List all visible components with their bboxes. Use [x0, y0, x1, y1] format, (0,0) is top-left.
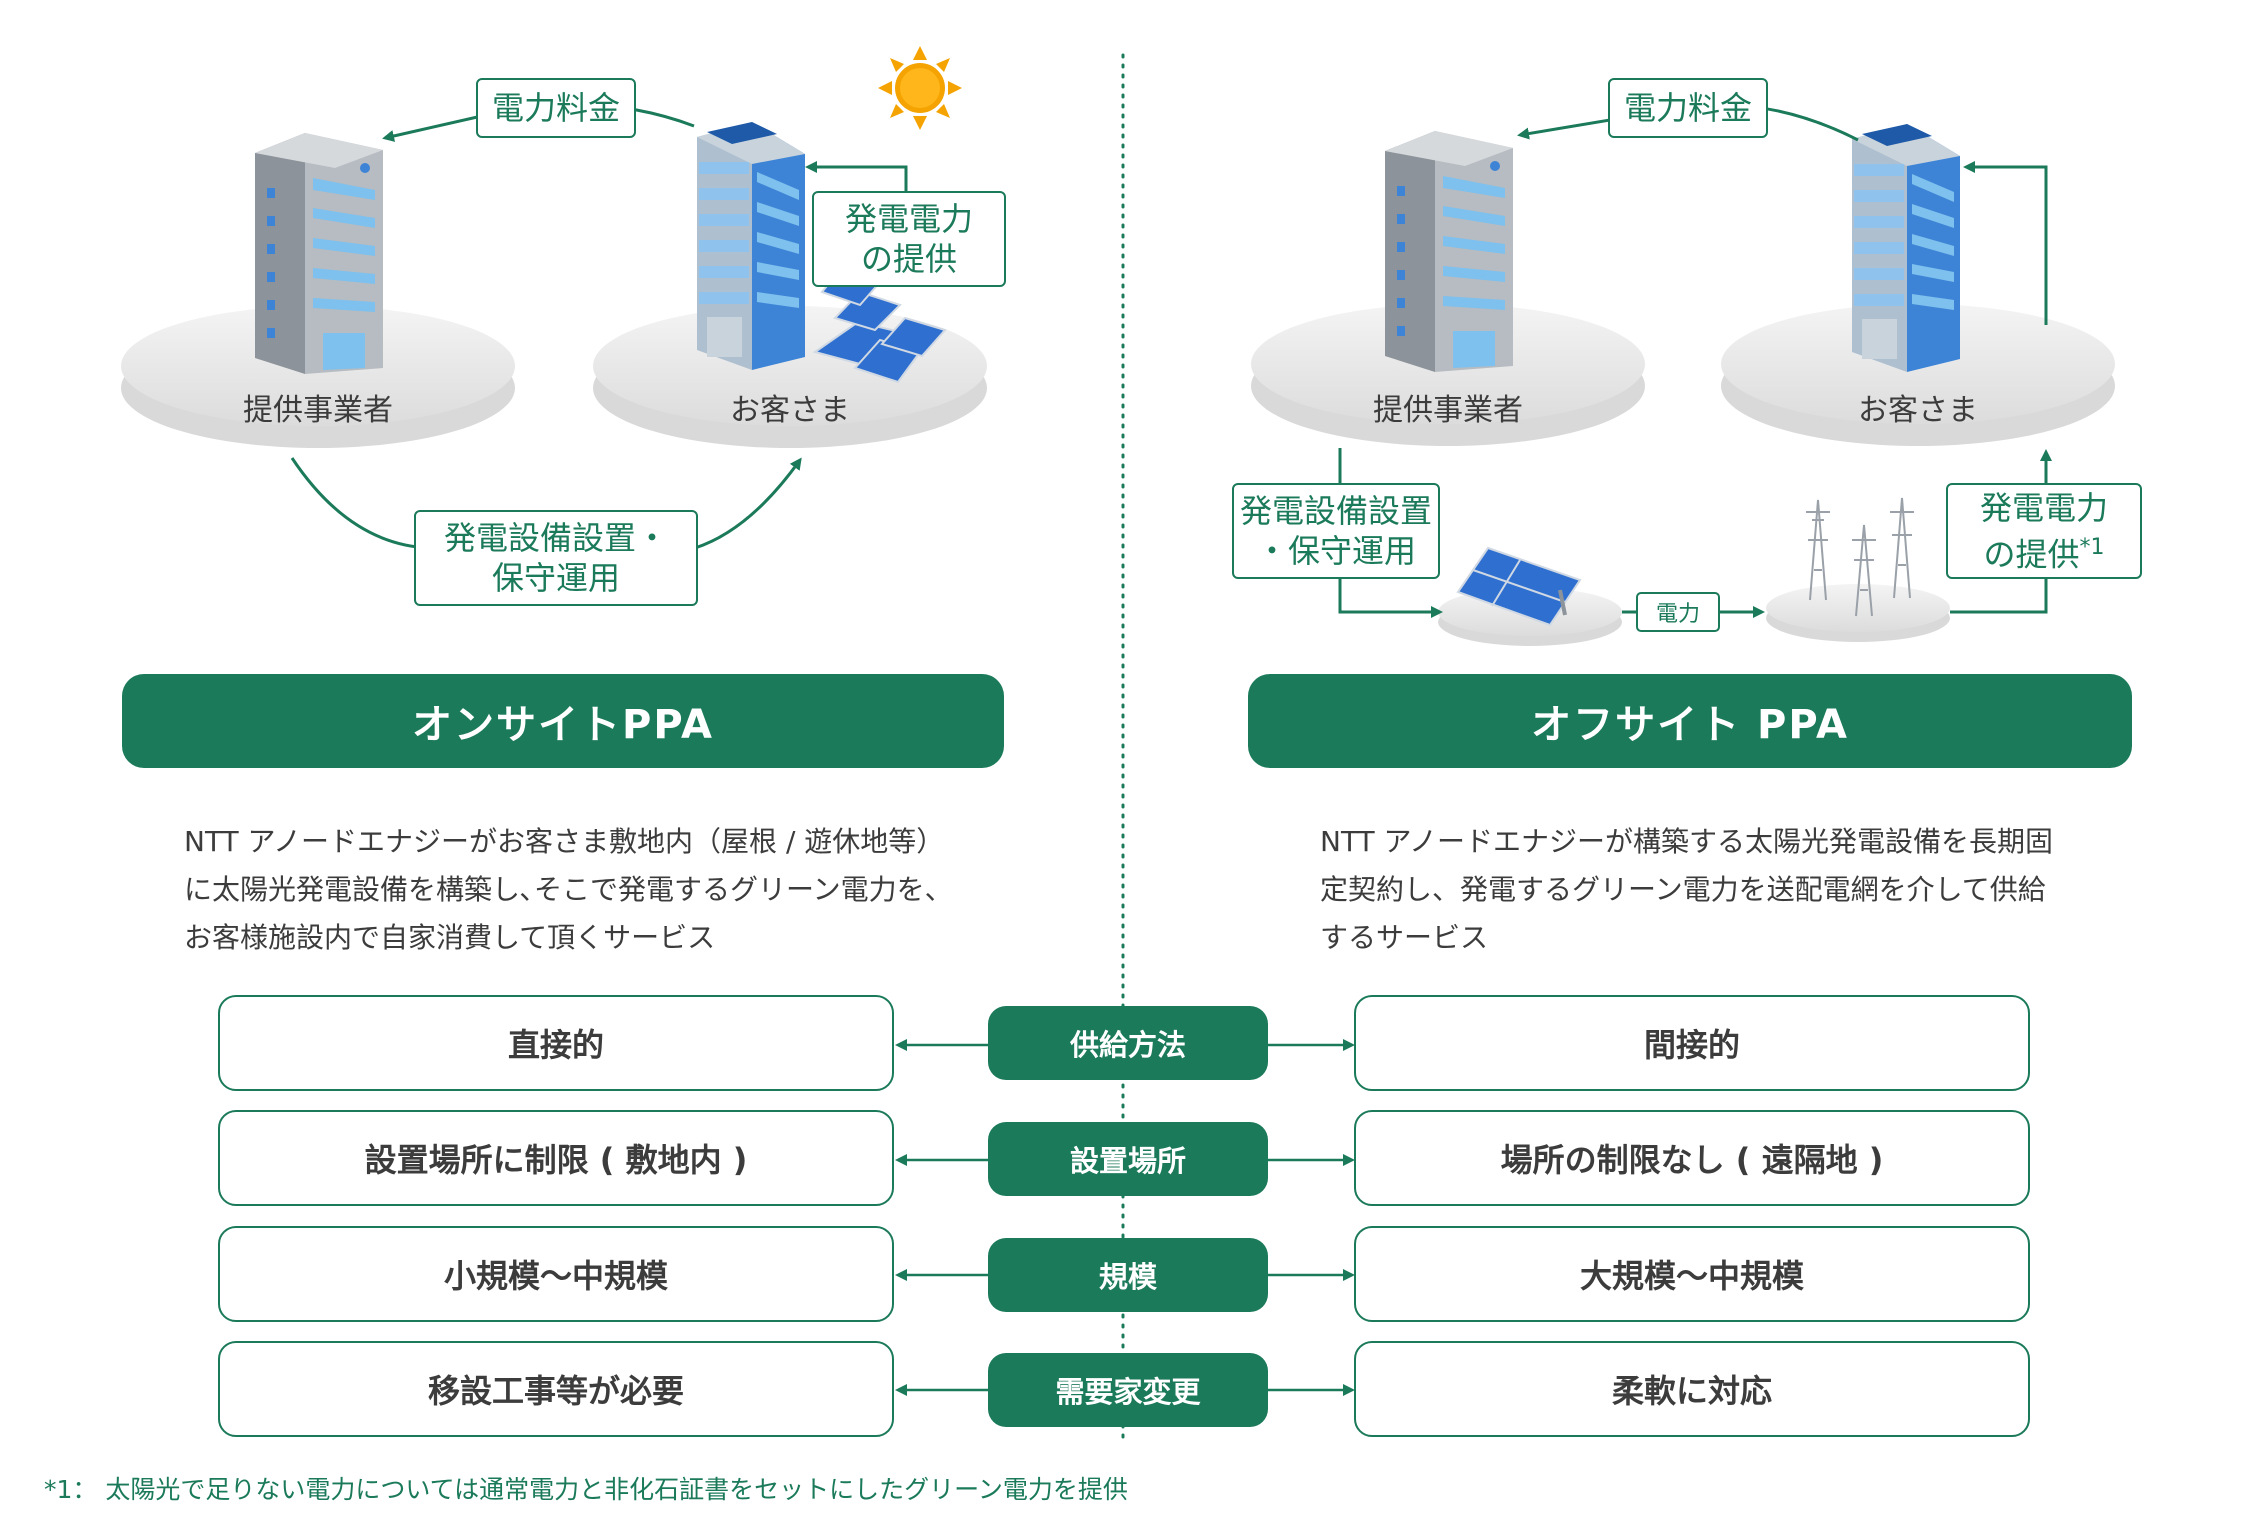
power-tower-icon	[1806, 497, 1914, 617]
onsite-description-line-3: お客様施設内で自家消費して頂くサービス	[184, 921, 716, 954]
offsite-value: 柔軟に対応	[1354, 1341, 2030, 1437]
onsite-provider-label: 提供事業者	[243, 393, 393, 428]
category-pill: 設置場所	[988, 1122, 1268, 1196]
offsite-power-label: 電力	[1636, 592, 1720, 632]
offsite-install-text-2: ・保守運用	[1255, 532, 1416, 570]
onsite-value: 設置場所に制限 ( 敷地内 )	[218, 1110, 894, 1206]
offsite-fee-label: 電力料金	[1608, 78, 1768, 138]
onsite-supply-label: 発電電力 の提供	[812, 191, 1006, 287]
offsite-customer-label: お客さま	[1858, 393, 1978, 428]
onsite-value: 直接的	[218, 995, 894, 1091]
offsite-supply-note: *1	[2079, 534, 2105, 560]
building-icon	[1852, 124, 1960, 372]
offsite-supply-text-1: 発電電力	[1979, 488, 2108, 527]
onsite-supply-text-2: の提供	[860, 240, 957, 278]
offsite-value: 間接的	[1354, 995, 2030, 1091]
building-icon	[697, 122, 805, 370]
onsite-fee-text: 電力料金	[491, 89, 620, 127]
offsite-provider-label: 提供事業者	[1373, 393, 1523, 428]
arrow-icon	[694, 457, 802, 550]
onsite-description-line-1: NTT アノードエナジーがお客さま敷地内（屋根 / 遊休地等）	[184, 825, 945, 858]
arrow-icon	[1963, 161, 2048, 325]
offsite-supply-label: 発電電力 の提供*1	[1946, 483, 2142, 579]
sun-icon	[878, 46, 962, 130]
offsite-title: オフサイト PPA	[1531, 702, 1849, 748]
onsite-install-text-1: 発電設備設置・	[443, 519, 668, 557]
solar-panel-icon	[812, 268, 947, 384]
arrow-icon	[1338, 578, 1443, 618]
offsite-description-line-3: するサービス	[1320, 921, 1489, 954]
onsite-value: 小規模～中規模	[218, 1226, 894, 1322]
offsite-supply-text-2-row: の提供*1	[1983, 528, 2104, 575]
onsite-customer-label: お客さま	[730, 393, 850, 428]
footnote: *1： 太陽光で足りない電力については通常電力と非化石証書をセットにしたグリーン…	[44, 1475, 1128, 1504]
onsite-description-line-2: に太陽光発電設備を構築し､そこで発電するグリーン電力を、	[184, 873, 953, 906]
offsite-value: 大規模～中規模	[1354, 1226, 2030, 1322]
offsite-title-banner: オフサイト PPA	[1248, 674, 2132, 768]
offsite-supply-text-2: の提供	[1983, 535, 2080, 574]
offsite-install-label: 発電設備設置 ・保守運用	[1232, 483, 1440, 579]
onsite-value: 移設工事等が必要	[218, 1341, 894, 1437]
category-pill: 供給方法	[988, 1006, 1268, 1080]
offsite-power-text: 電力	[1655, 602, 1700, 627]
onsite-description: NTT アノードエナジーがお客さま敷地内（屋根 / 遊休地等） に太陽光発電設備…	[184, 818, 953, 962]
onsite-install-label: 発電設備設置・ 保守運用	[414, 510, 698, 606]
onsite-install-text-2: 保守運用	[491, 559, 620, 597]
offsite-description-line-2: 定契約し、発電するグリーン電力を送配電網を介して供給	[1320, 873, 2046, 906]
category-pill: 規模	[988, 1238, 1268, 1312]
onsite-title-banner: オンサイトPPA	[122, 674, 1004, 768]
platform-towers-offsite	[1766, 584, 1950, 642]
onsite-supply-text-1: 発電電力	[844, 200, 973, 238]
comparison-arrows	[895, 1039, 1355, 1396]
offsite-description: NTT アノードエナジーが構築する太陽光発電設備を長期固 定契約し、発電するグリ…	[1320, 818, 2053, 962]
building-icon	[255, 133, 383, 374]
offsite-fee-text: 電力料金	[1623, 89, 1752, 127]
offsite-install-text-1: 発電設備設置	[1239, 492, 1432, 530]
arrow-icon	[1950, 578, 2048, 614]
arrow-icon	[290, 457, 431, 550]
onsite-title: オンサイトPPA	[412, 702, 714, 748]
building-icon	[1385, 131, 1513, 372]
solar-panel-icon	[1456, 546, 1582, 627]
offsite-description-line-1: NTT アノードエナジーが構築する太陽光発電設備を長期固	[1320, 825, 2054, 858]
onsite-fee-label: 電力料金	[476, 78, 636, 138]
category-pill: 需要家変更	[988, 1353, 1268, 1427]
offsite-value: 場所の制限なし ( 遠隔地 )	[1354, 1110, 2030, 1206]
